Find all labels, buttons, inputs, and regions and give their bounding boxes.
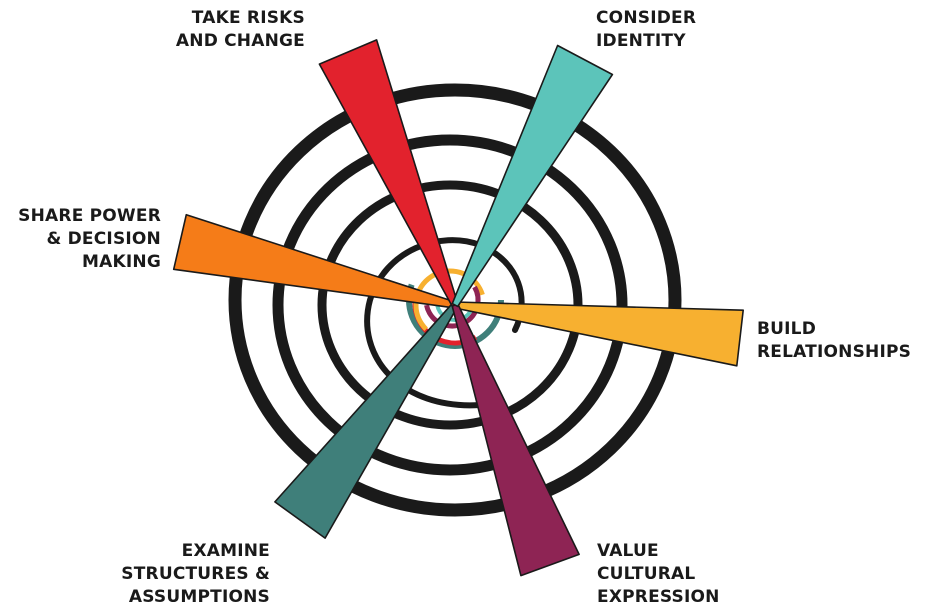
label-share-power-line-3: MAKING: [82, 252, 161, 272]
label-value-cultural-line-1: VALUE: [597, 541, 659, 561]
label-share-power: SHARE POWER & DECISION MAKING: [18, 205, 161, 274]
spokes: [172, 39, 745, 577]
label-examine-structures: EXAMINE STRUCTURES & ASSUMPTIONS: [121, 540, 270, 609]
label-value-cultural-line-3: EXPRESSION: [597, 587, 720, 607]
label-share-power-line-1: SHARE POWER: [18, 206, 161, 226]
label-value-cultural-line-2: CULTURAL: [597, 564, 696, 584]
spoke-consider-identity: [451, 44, 614, 308]
spiral-second-ring: [272, 134, 628, 476]
spiral-outer-ring: [228, 83, 682, 517]
label-examine-structures-line-1: EXAMINE: [181, 541, 270, 561]
label-examine-structures-line-2: STRUCTURES &: [121, 564, 270, 584]
label-build-relationships: BUILD RELATIONSHIPS: [757, 318, 911, 364]
center-ring-orange: [413, 268, 487, 342]
spoke-build-relationships: [453, 301, 745, 367]
label-value-cultural: VALUE CULTURAL EXPRESSION: [597, 540, 720, 609]
label-examine-structures-line-3: ASSUMPTIONS: [128, 587, 270, 607]
label-take-risks: TAKE RISKS AND CHANGE: [176, 7, 305, 53]
label-consider-identity: CONSIDER IDENTITY: [596, 7, 696, 53]
label-take-risks-line-2: AND CHANGE: [175, 31, 305, 51]
label-take-risks-line-1: TAKE RISKS: [191, 8, 305, 28]
label-build-relationships-line-2: RELATIONSHIPS: [757, 342, 912, 362]
label-consider-identity-line-1: CONSIDER: [596, 8, 697, 28]
label-consider-identity-line-2: IDENTITY: [596, 31, 686, 51]
label-build-relationships-line-1: BUILD: [757, 319, 817, 339]
label-share-power-line-2: & DECISION: [46, 229, 161, 249]
spoke-value-cultural: [451, 303, 580, 577]
